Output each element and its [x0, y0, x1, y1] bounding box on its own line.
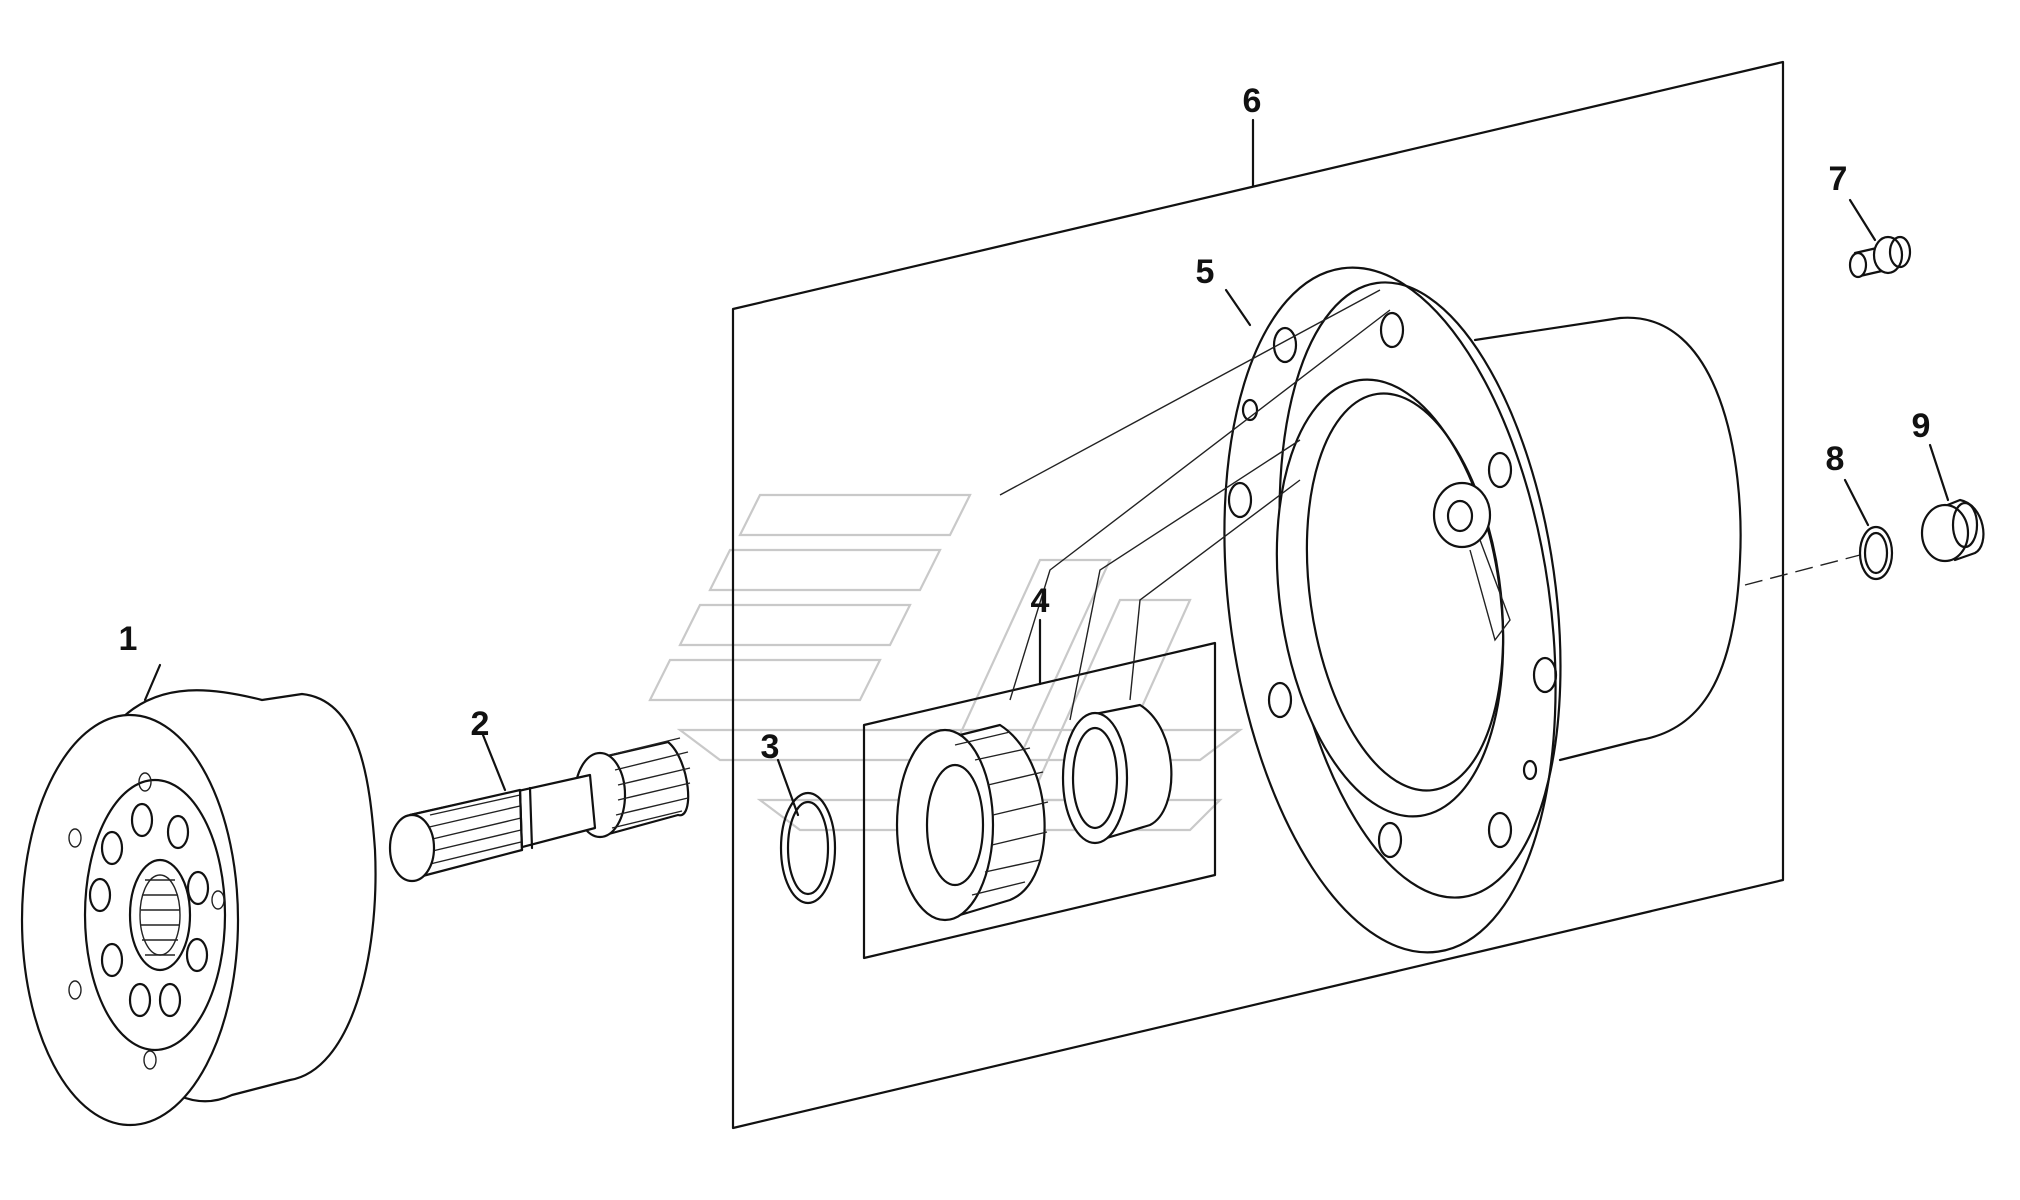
- o-ring-part-8: [1843, 478, 1894, 581]
- gear-bearing-part-4: [895, 703, 1173, 922]
- callout-4: 4: [1031, 582, 1050, 620]
- callout-7: 7: [1829, 160, 1848, 198]
- subkit-panel-4: [862, 618, 1217, 960]
- callout-8: 8: [1826, 440, 1845, 478]
- callout-1: 1: [119, 620, 138, 658]
- callout-9: 9: [1912, 407, 1931, 445]
- callout-2: 2: [471, 705, 490, 743]
- plug-part-9: [1920, 443, 1985, 563]
- leader-lines: [999, 289, 1861, 721]
- callout-3: 3: [761, 728, 780, 766]
- callout-5: 5: [1196, 253, 1215, 291]
- bolt-part-7: [1848, 198, 1912, 279]
- hub-housing-part-5: [1223, 266, 1742, 954]
- callout-6: 6: [1243, 82, 1262, 120]
- kit-panel-6: [731, 60, 1785, 1130]
- drive-shaft-part-2: [388, 733, 691, 883]
- snap-ring-part-3: [776, 758, 837, 905]
- motor-disc-part-1: [20, 663, 377, 1127]
- callout-labels: 1 2 3 4 5 6 7 8 9: [119, 82, 1931, 766]
